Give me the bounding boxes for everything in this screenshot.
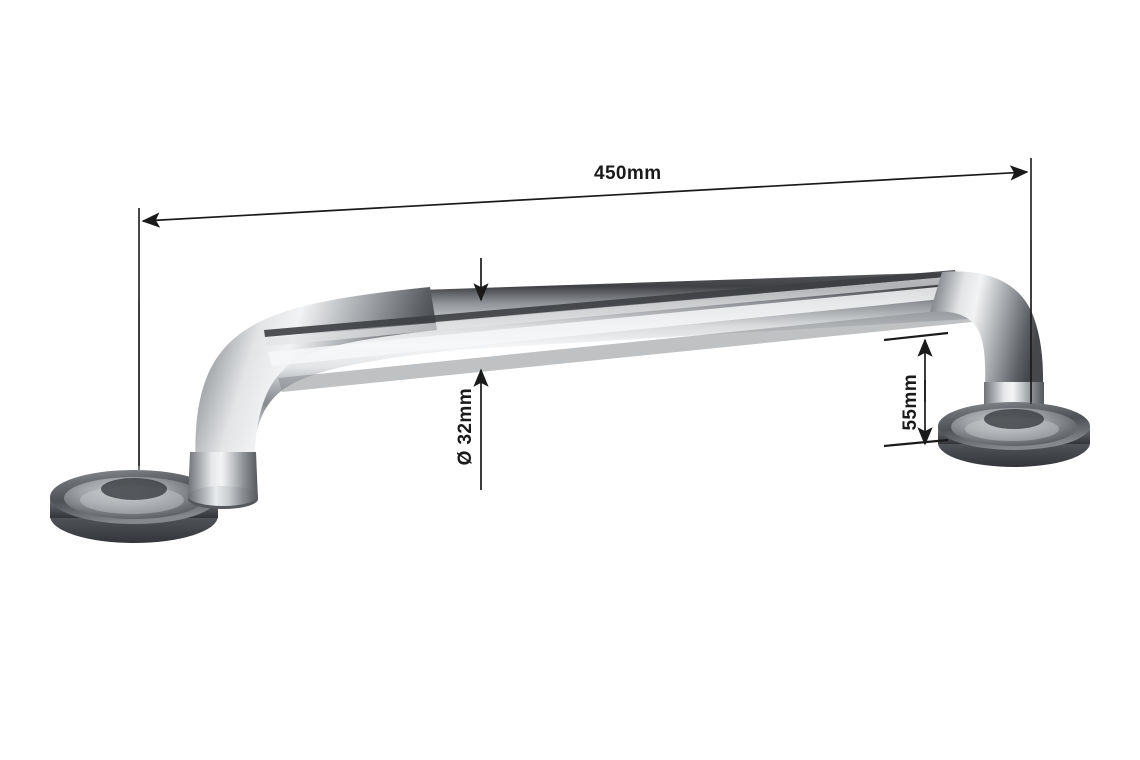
dimension-height (883, 331, 949, 448)
length-dimension-arrow (141, 165, 1029, 228)
left-mounting-flange (50, 470, 218, 543)
dimension-label-length: 450mm (594, 163, 662, 184)
right-mounting-flange (938, 402, 1090, 467)
height-extension-line-bottom (883, 438, 949, 448)
bar-tube (188, 270, 1044, 509)
dimension-label-diameter: Ø 32mm (455, 388, 476, 466)
grab-bar-body (50, 270, 1090, 543)
dimension-label-height: 55mm (900, 374, 921, 431)
height-extension-line-top (883, 331, 949, 342)
